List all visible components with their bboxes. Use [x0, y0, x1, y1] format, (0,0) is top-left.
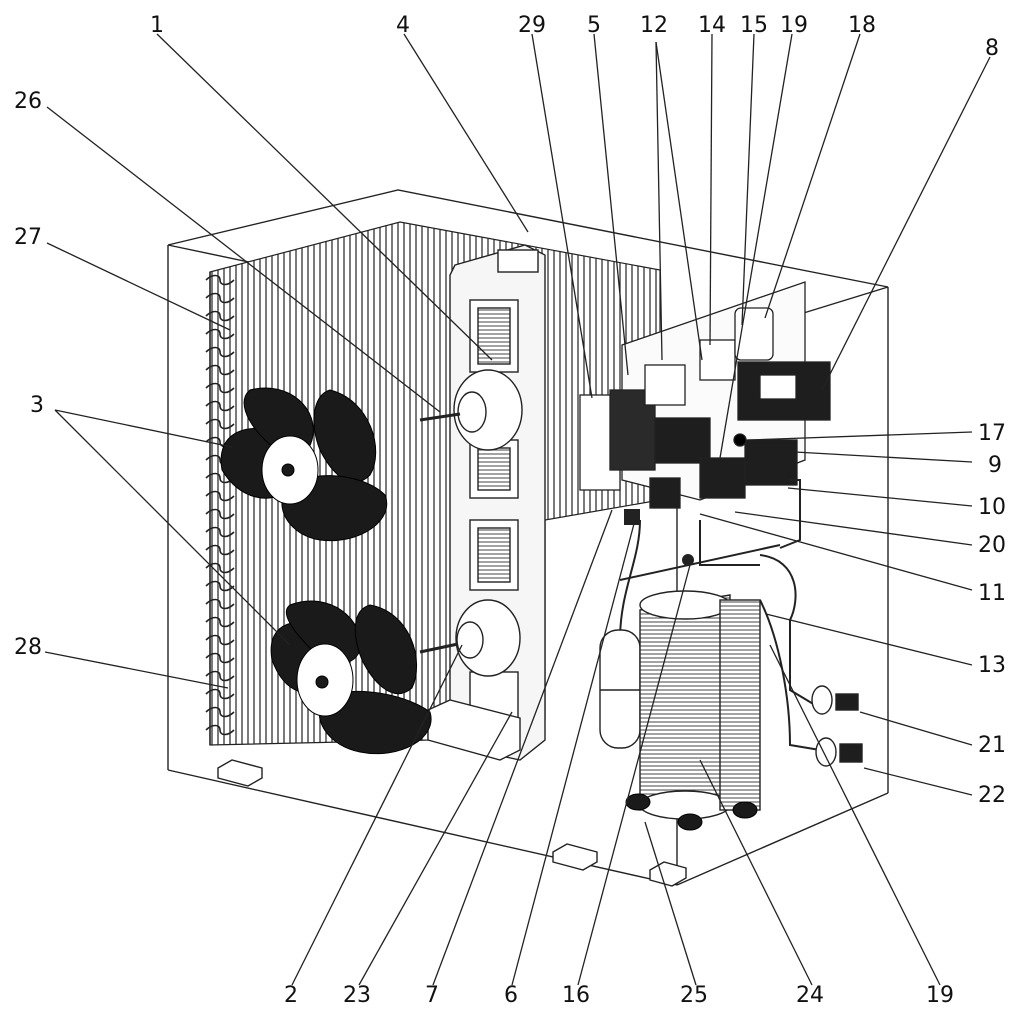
return-bend [205, 652, 235, 664]
callout-15: 15 [740, 13, 768, 38]
return-bend [205, 688, 235, 700]
accumulator [599, 629, 641, 749]
callout-19-bottom: 19 [926, 983, 954, 1008]
return-bend [205, 670, 235, 682]
return-bend [205, 310, 235, 322]
fan-motor-upper [419, 369, 523, 451]
refrigerant-piping [619, 479, 821, 751]
fan-blade-lower [270, 600, 432, 755]
callout-17: 17 [978, 421, 1006, 446]
callout-27: 27 [14, 225, 42, 250]
leader-lines [44, 33, 991, 986]
callout-21: 21 [978, 733, 1006, 758]
return-bend [205, 580, 235, 592]
return-bend [205, 472, 235, 484]
electrical-box [579, 281, 831, 509]
mounting-feet [217, 759, 687, 887]
callout-8: 8 [985, 36, 999, 61]
callout-19-top: 19 [780, 13, 808, 38]
compressor [639, 590, 761, 820]
callout-2: 2 [284, 983, 298, 1008]
return-bend [205, 598, 235, 610]
callout-29: 29 [518, 13, 546, 38]
return-bend [205, 490, 235, 502]
return-bend [205, 274, 235, 286]
return-bend [205, 508, 235, 520]
callout-6: 6 [504, 983, 518, 1008]
return-bend [205, 616, 235, 628]
callout-25: 25 [680, 983, 708, 1008]
fan-motor-lower [419, 599, 521, 677]
callout-24: 24 [796, 983, 824, 1008]
callout-14: 14 [698, 13, 726, 38]
return-bend [205, 418, 235, 430]
callout-26: 26 [14, 89, 42, 114]
callout-12: 12 [640, 13, 668, 38]
return-bend [205, 364, 235, 376]
callout-13: 13 [978, 653, 1006, 678]
callout-18: 18 [848, 13, 876, 38]
return-bend [205, 292, 235, 304]
callout-7: 7 [425, 983, 439, 1008]
callout-9: 9 [988, 453, 1002, 478]
coil-return-bends [205, 274, 235, 736]
return-bend [205, 724, 235, 736]
return-bend [205, 382, 235, 394]
callout-10: 10 [978, 495, 1006, 520]
callout-20: 20 [978, 533, 1006, 558]
return-bend [205, 562, 235, 574]
callout-1: 1 [150, 13, 164, 38]
compressor-mounts [625, 793, 758, 831]
return-bend [205, 400, 235, 412]
return-bend [205, 328, 235, 340]
callout-4: 4 [396, 13, 410, 38]
fan-blade-upper [220, 387, 388, 542]
service-valves [811, 685, 863, 767]
return-bend [205, 706, 235, 718]
return-bend [205, 526, 235, 538]
callout-5: 5 [587, 13, 601, 38]
callout-11: 11 [978, 581, 1006, 606]
callout-22: 22 [978, 783, 1006, 808]
return-bend [205, 346, 235, 358]
return-bend [205, 544, 235, 556]
callout-23: 23 [343, 983, 371, 1008]
callout-labels: 1 4 29 5 12 14 15 19 18 8 26 27 3 28 17 … [14, 13, 1006, 1008]
callout-16: 16 [562, 983, 590, 1008]
return-bend [205, 634, 235, 646]
callout-3: 3 [30, 393, 44, 418]
callout-28: 28 [14, 635, 42, 660]
